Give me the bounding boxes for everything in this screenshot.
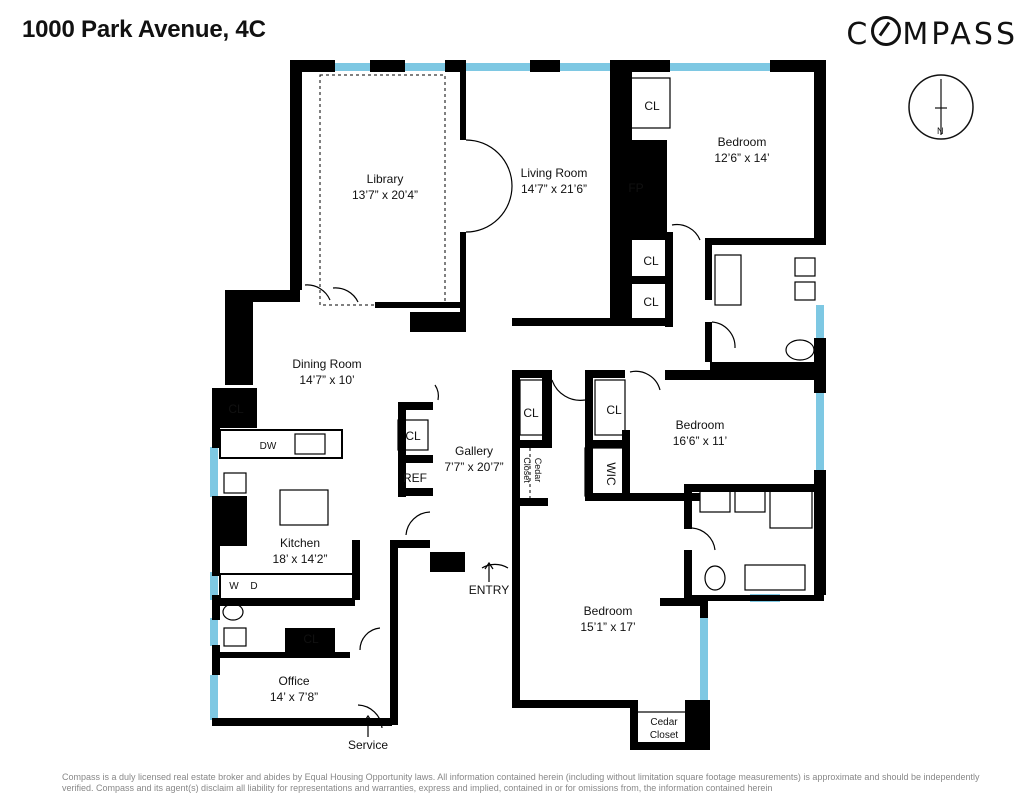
bedroom1-label: Bedroom xyxy=(718,135,767,149)
cedar-closet-vertical-2: Closet xyxy=(522,457,532,483)
office-size: 14’ x 7’8” xyxy=(270,690,318,704)
kitchen-label: Kitchen xyxy=(280,536,320,550)
closet-label: CL xyxy=(606,403,622,417)
bedroom1-size: 12’6” x 14’ xyxy=(714,151,769,165)
closet-label: CL xyxy=(644,99,660,113)
sink-icon xyxy=(223,472,247,494)
washer-label: W xyxy=(229,581,239,592)
bedroom3-label: Bedroom xyxy=(584,604,633,618)
entry-label: ENTRY xyxy=(469,583,509,597)
fireplace-label: FP xyxy=(628,181,643,195)
dining-room-size: 14’7” x 10’ xyxy=(299,373,354,387)
closet-label: CL xyxy=(303,632,319,646)
gallery-label: Gallery xyxy=(455,444,493,458)
dashed-lines xyxy=(319,74,586,498)
bedroom2-label: Bedroom xyxy=(676,418,725,432)
dining-room-label: Dining Room xyxy=(292,357,361,371)
service-label: Service xyxy=(348,738,388,752)
library-label: Library xyxy=(367,172,404,186)
cedar-closet-label-2: Closet xyxy=(650,730,679,741)
living-room-size: 14’7” x 21’6” xyxy=(521,182,587,196)
north-label: N xyxy=(937,126,944,136)
kitchen-size: 18’ x 14’2” xyxy=(273,552,328,566)
closet-label: CL xyxy=(523,406,539,420)
sink-icon xyxy=(734,489,766,513)
closet-label: CL xyxy=(405,429,421,443)
bathtub-icon xyxy=(744,564,806,591)
cedar-closet-vertical-1: Cedar xyxy=(533,458,543,483)
gallery-size: 7’7” x 20’7” xyxy=(444,460,503,474)
sink-icon xyxy=(794,257,816,277)
listing-title: 1000 Park Avenue, 4C xyxy=(22,16,266,43)
closet-label: CL xyxy=(643,295,659,309)
legal-disclaimer: Compass is a duly licensed real estate b… xyxy=(62,772,980,793)
walls xyxy=(212,60,826,750)
library-size: 13’7” x 20’4” xyxy=(352,188,418,202)
toilet-icon xyxy=(785,339,815,361)
entry-arrow-icon xyxy=(484,561,494,582)
sink-icon xyxy=(794,281,816,301)
sink-icon xyxy=(223,627,247,647)
living-room-label: Living Room xyxy=(521,166,588,180)
bedroom2-size: 16’6” x 11’ xyxy=(673,434,727,448)
refrigerator-label: REF xyxy=(403,471,427,485)
sink-icon xyxy=(699,489,731,513)
range-icon xyxy=(294,433,326,455)
wic-label: WIC xyxy=(604,462,618,486)
cedar-closet-label-1: Cedar xyxy=(650,717,678,728)
dishwasher-label: DW xyxy=(260,441,277,452)
logo-o-glyph xyxy=(871,16,902,46)
shower-icon xyxy=(769,489,813,529)
closet-label: CL xyxy=(228,402,244,416)
toilet-icon xyxy=(704,565,726,591)
fixtures xyxy=(222,77,816,745)
bedroom3-size: 15’1” x 17’ xyxy=(580,620,635,634)
closet-label: CL xyxy=(643,254,659,268)
kitchen-island xyxy=(279,489,329,526)
north-arrow-icon: N xyxy=(908,74,974,140)
service-arrow-icon xyxy=(363,714,373,737)
bathtub-icon xyxy=(714,254,742,306)
dryer-label: D xyxy=(250,581,257,592)
toilet-icon xyxy=(222,603,244,621)
office-label: Office xyxy=(278,674,309,688)
